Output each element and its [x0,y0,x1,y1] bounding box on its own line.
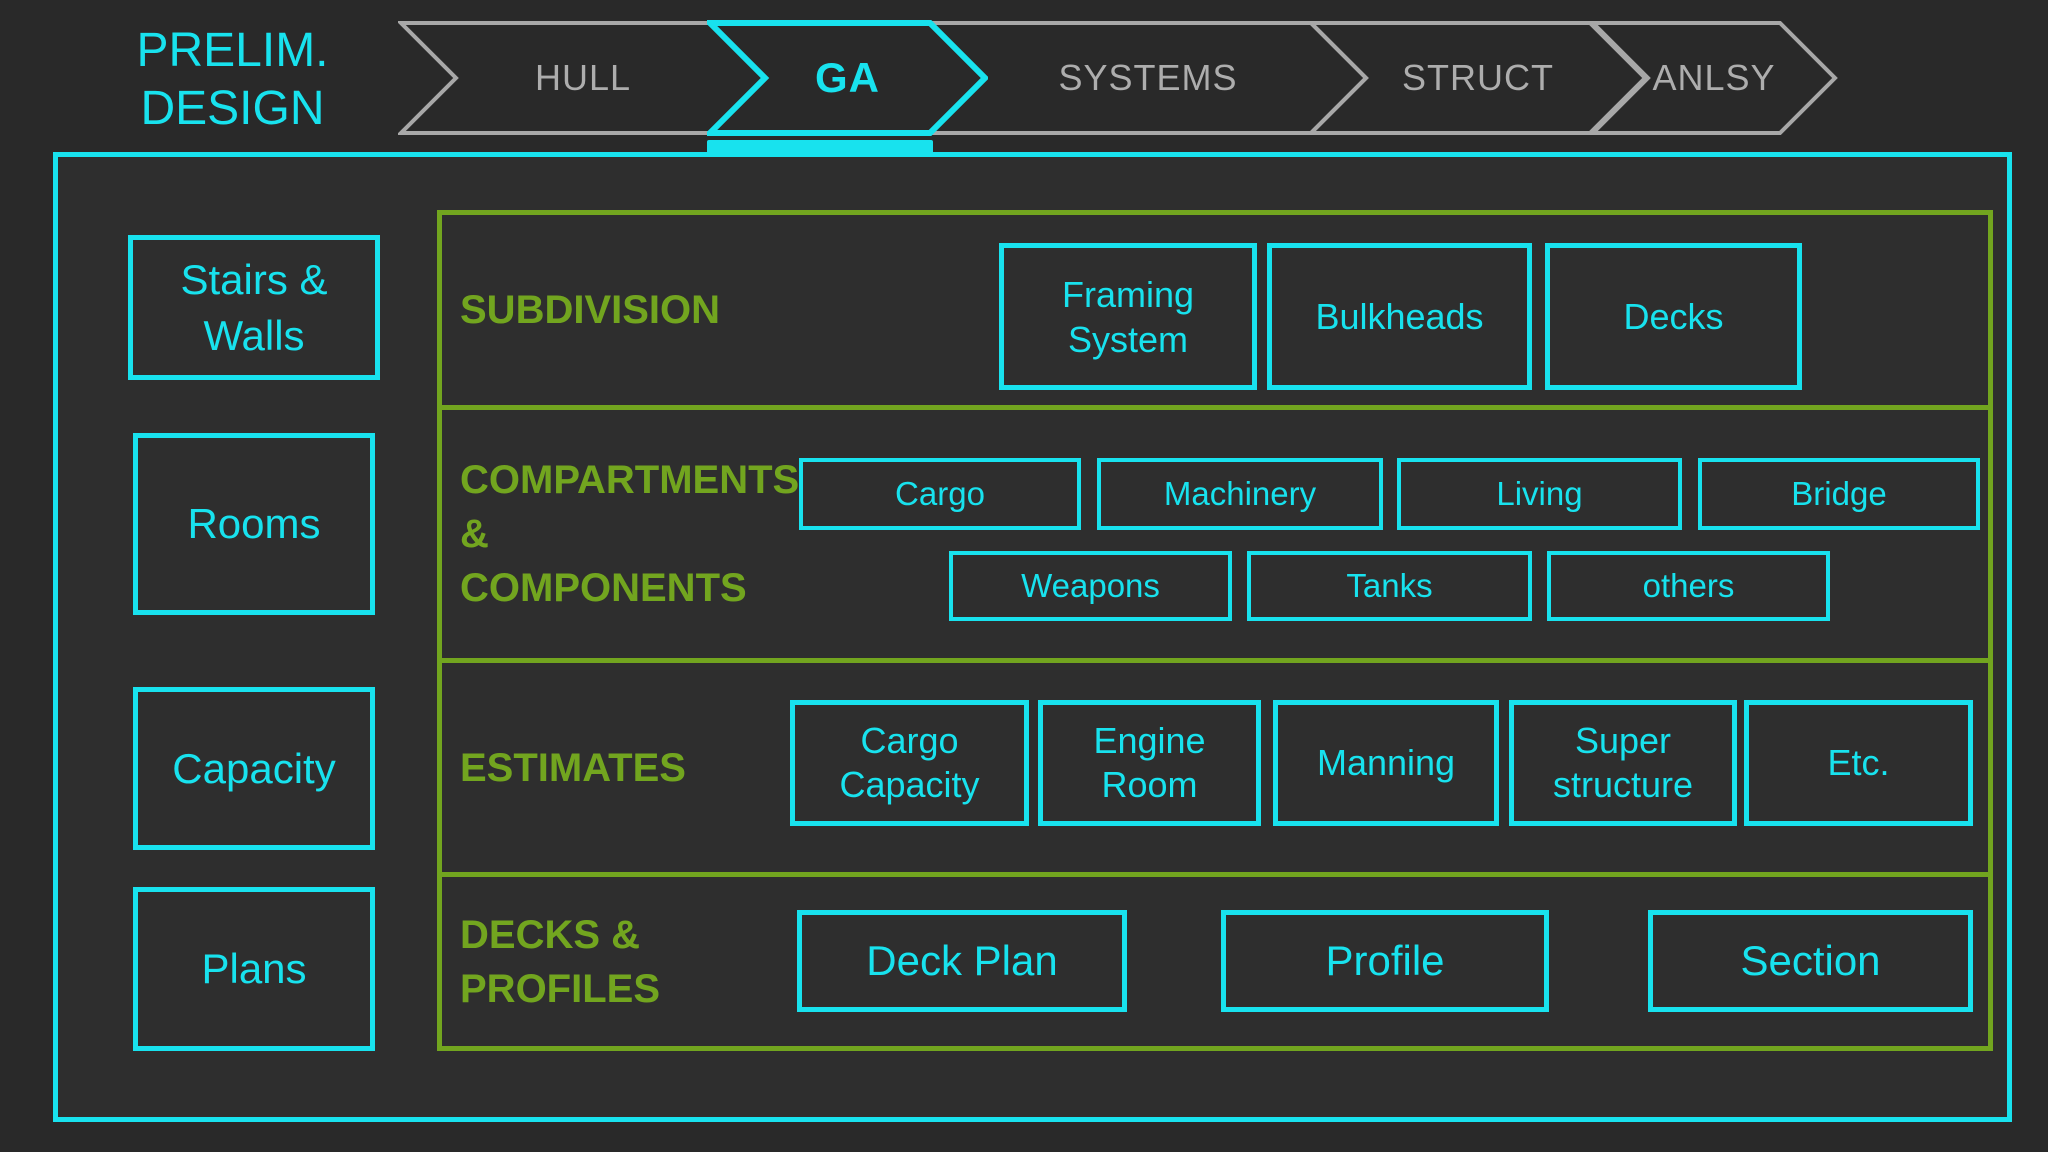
button-deck-plan[interactable]: Deck Plan [797,910,1127,1012]
row-label-estimates: ESTIMATES [460,745,686,790]
row-divider [442,405,1988,410]
button-living[interactable]: Living [1397,458,1682,530]
button-etc[interactable]: Etc. [1744,700,1973,826]
row-divider [442,658,1988,663]
button-cargo[interactable]: Cargo [799,458,1081,530]
process-nav: HULL GA SYSTEMS STRUCT ANLSY [0,0,2048,160]
button-bulkheads[interactable]: Bulkheads [1267,243,1532,390]
button-tanks[interactable]: Tanks [1247,551,1532,621]
button-manning[interactable]: Manning [1273,700,1499,826]
button-cargo-capacity[interactable]: Cargo Capacity [790,700,1029,826]
row-divider [442,872,1988,877]
button-engine-room[interactable]: Engine Room [1038,700,1261,826]
nav-step-label: ANLSY [1652,57,1776,98]
row-label-compartments: COMPARTMENTS & COMPONENTS [460,458,800,610]
nav-step-anlsy[interactable]: ANLSY [1590,20,1838,136]
sidebar-item-rooms[interactable]: Rooms [133,433,375,615]
nav-step-label: SYSTEMS [1058,57,1238,98]
sidebar-item-label: Capacity [172,744,336,792]
button-profile[interactable]: Profile [1221,910,1549,1012]
button-others[interactable]: others [1547,551,1830,621]
button-superstructure[interactable]: Super structure [1509,700,1737,826]
button-section[interactable]: Section [1648,910,1973,1012]
button-framing-system[interactable]: Framing System [999,243,1257,390]
sidebar-item-stairs-walls[interactable]: Stairs & Walls [128,235,380,380]
main-panel: SUBDIVISION COMPARTMENTS & COMPONENTS ES… [437,210,1993,1051]
button-weapons[interactable]: Weapons [949,551,1232,621]
page-title: PRELIM. DESIGN [136,24,329,135]
nav-step-systems[interactable]: SYSTEMS [927,20,1369,136]
sidebar-item-plans[interactable]: Plans [133,887,375,1051]
row-label-decks-profiles: DECKS & PROFILES [460,912,661,1011]
nav-step-label: GA [815,54,880,101]
button-bridge[interactable]: Bridge [1698,458,1980,530]
sidebar-item-label: Rooms [187,500,321,547]
sidebar-item-capacity[interactable]: Capacity [133,687,375,850]
button-machinery[interactable]: Machinery [1097,458,1383,530]
button-decks[interactable]: Decks [1545,243,1802,390]
nav-step-label: HULL [534,57,632,98]
row-label-subdivision: SUBDIVISION [460,288,721,332]
nav-step-ga[interactable]: GA [707,20,988,136]
sidebar-item-label: Stairs & Walls [180,255,328,359]
sidebar-item-label: Plans [201,945,307,992]
active-step-underline [707,140,933,156]
chevron-shape-icon [707,20,988,136]
nav-step-struct[interactable]: STRUCT [1308,20,1648,136]
chevron-shape-icon [1590,21,1838,135]
nav-step-label: STRUCT [1402,57,1554,98]
chevron-shape-icon [1308,21,1648,135]
